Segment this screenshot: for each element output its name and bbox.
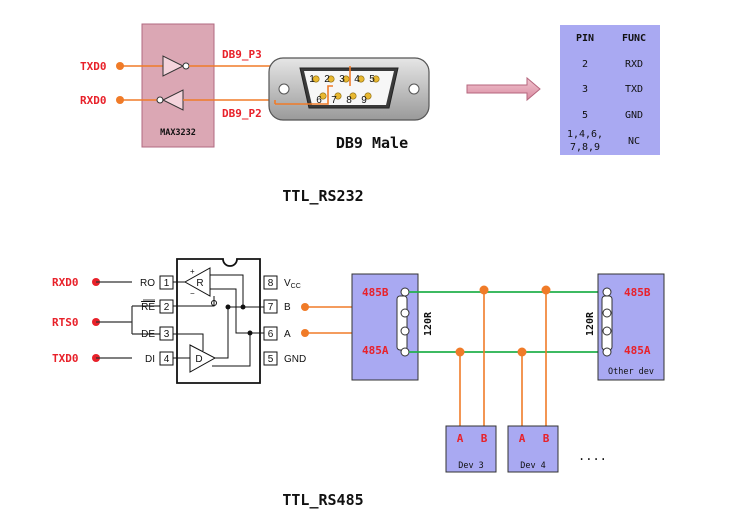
- ic-pin-3-num: 3: [164, 329, 170, 340]
- ic-pin-de: DE: [141, 329, 155, 340]
- dev3-a: A: [457, 432, 464, 445]
- dev4-label: Dev 4: [520, 461, 546, 471]
- db9-pin-3: 3: [339, 74, 345, 85]
- table-row-pin-line2: 7,8,9: [570, 142, 600, 153]
- arrow-right-icon: [466, 76, 541, 102]
- ic-pin-2-num: 2: [164, 302, 170, 313]
- table-row-func: TXD: [625, 84, 643, 95]
- left-rs485-node: 485B 485A 120R: [351, 273, 434, 381]
- table-row-func: GND: [625, 110, 643, 121]
- net-db9-p3: DB9_P3: [222, 48, 262, 61]
- table-row-pin: 3: [582, 84, 588, 95]
- dev4-b: B: [543, 432, 550, 445]
- ic-pin-6-num: 6: [268, 329, 274, 340]
- db9-pin-2: 2: [324, 74, 330, 85]
- left-resistor-label: 120R: [423, 311, 434, 336]
- right-resistor-label: 120R: [585, 311, 596, 336]
- receiver-label: R: [196, 278, 203, 289]
- ic-pin-7-num: 7: [268, 302, 274, 313]
- other-dev-label: Other dev: [608, 367, 654, 377]
- rs485-section: RXD0 RTS0 TXD0 1 2 3 4: [52, 258, 665, 509]
- svg-text:−: −: [190, 289, 195, 298]
- right-485a: 485A: [624, 344, 651, 357]
- connector-label: DB9 Male: [336, 134, 408, 152]
- rs485-title: TTL_RS485: [282, 491, 363, 509]
- ic-pin-re: RE: [141, 302, 155, 313]
- table-row-func: RXD: [625, 59, 643, 70]
- dev4-a: A: [519, 432, 526, 445]
- tx-buffer-icon: [162, 55, 185, 77]
- db9-pin-5: 5: [369, 74, 375, 85]
- dev3-b: B: [481, 432, 488, 445]
- db9-pin-1: 1: [309, 74, 315, 85]
- more-devices-ellipsis: ....: [578, 449, 607, 463]
- ic-pin-5-num: 5: [268, 354, 274, 365]
- db9-connector: 1 2 3 4 5 6 7 8 9: [268, 57, 430, 121]
- svg-text:+: +: [190, 267, 195, 276]
- right-485b: 485B: [624, 286, 651, 299]
- ic-pin-di: DI: [145, 354, 155, 365]
- rs485-signal-rts0: RTS0: [52, 316, 79, 329]
- right-rs485-node: 485B 485A 120R Other dev: [585, 273, 665, 381]
- device-3: A B Dev 3: [445, 425, 497, 473]
- ic-pin-a: A: [284, 329, 291, 340]
- ic-pin-gnd: GND: [284, 354, 306, 365]
- ic-pin-vcc: VCC: [284, 278, 301, 290]
- table-row-pin: 2: [582, 59, 588, 70]
- rs485-signal-txd0: TXD0: [52, 352, 79, 365]
- table-row-pin-line1: 1,4,6,: [567, 129, 603, 140]
- dev3-label: Dev 3: [458, 461, 484, 471]
- db9-pin-7: 7: [331, 95, 337, 106]
- ic-pin-1-num: 1: [164, 278, 170, 289]
- db9-pin-8: 8: [346, 95, 352, 106]
- left-485b: 485B: [362, 286, 389, 299]
- table-header-func: FUNC: [622, 33, 646, 44]
- ic-pin-b: B: [284, 302, 291, 313]
- receiver-icon: [183, 267, 211, 297]
- max3232-chip: [141, 23, 215, 148]
- ic-pin-4-num: 4: [164, 354, 170, 365]
- rs232-signal-txd0: TXD0: [80, 60, 107, 73]
- table-row-pin: 5: [582, 110, 588, 121]
- rs232-section: MAX3232 TXD0 DB9_P3 RXD0 DB9_P2: [80, 23, 660, 205]
- device-4: A B Dev 4: [507, 425, 559, 473]
- db9-pin-4: 4: [354, 74, 360, 85]
- ic-pin-8-num: 8: [268, 278, 274, 289]
- rs232-signal-rxd0: RXD0: [80, 94, 107, 107]
- db9-pin-6: 6: [316, 95, 322, 106]
- chip-label: MAX3232: [160, 128, 196, 138]
- table-row-func: NC: [628, 136, 640, 147]
- driver-label: D: [195, 354, 202, 365]
- rs485-signal-rxd0: RXD0: [52, 276, 79, 289]
- pin-function-table: PIN FUNC 2 RXD 3 TXD 5 GND 1,4,6, 7,8,9 …: [560, 25, 660, 155]
- ic-pin-ro: RO: [140, 278, 155, 289]
- table-header-pin: PIN: [576, 33, 594, 44]
- rs485-transceiver-ic: 1 2 3 4 RO RE DE DI 8 7 6 5 VCC B A GND …: [140, 258, 306, 384]
- net-db9-p2: DB9_P2: [222, 107, 262, 120]
- db9-pin-9: 9: [361, 95, 367, 106]
- rs232-title: TTL_RS232: [282, 187, 363, 205]
- left-485a: 485A: [362, 344, 389, 357]
